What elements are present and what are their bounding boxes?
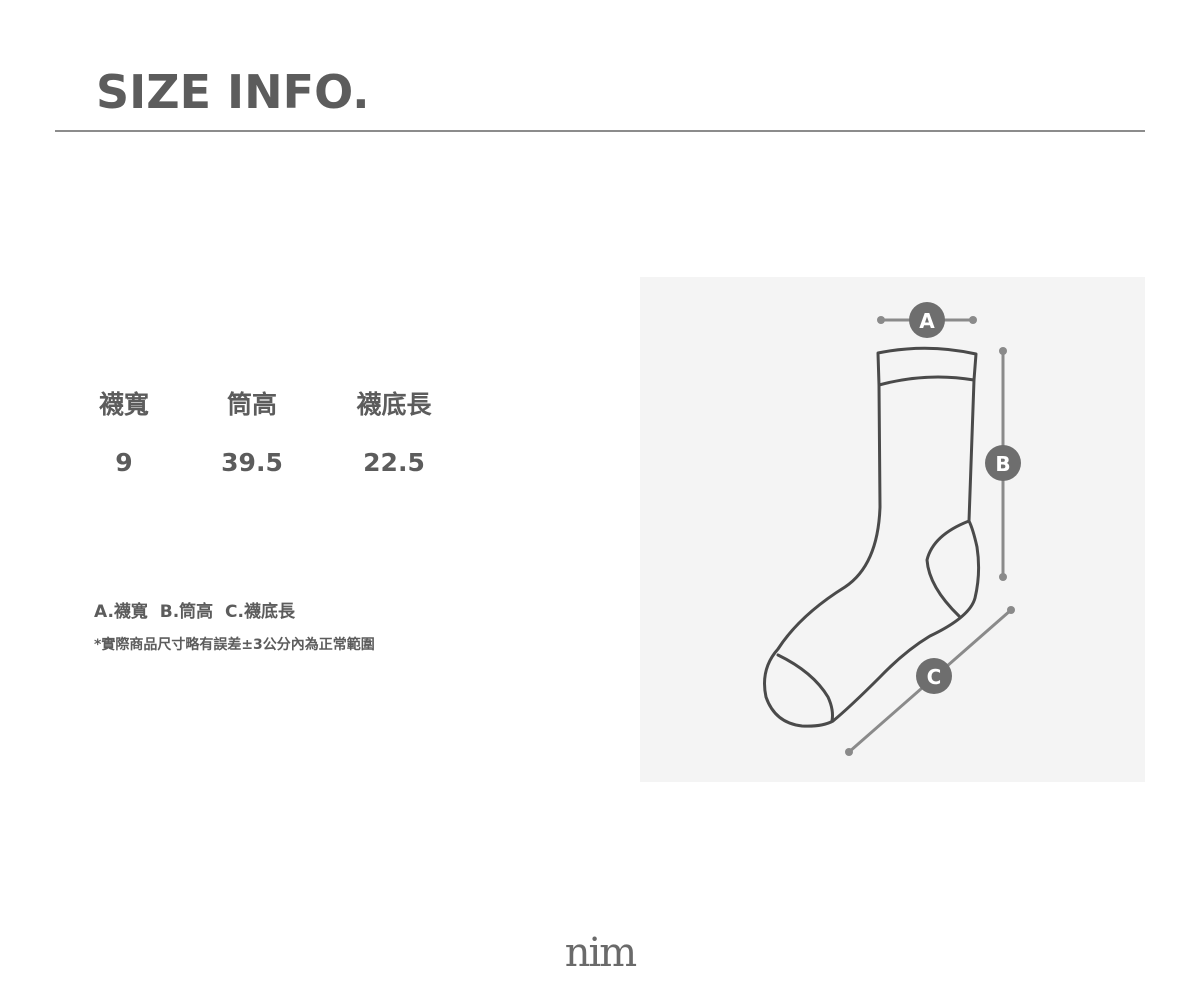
badge-a-icon: [909, 302, 945, 338]
sock-diagram-panel: A B C: [640, 277, 1145, 782]
badge-b-icon: [985, 445, 1021, 481]
column-header: 筒高: [226, 390, 277, 419]
column-header: 襪底長: [356, 390, 432, 419]
measurement-legend: A.襪寬 B.筒高 C.襪底長: [94, 602, 295, 622]
measure-a: A: [877, 302, 977, 338]
column-value: 22.5: [363, 448, 425, 477]
sock-diagram: A B C: [763, 302, 1021, 756]
sock-heel: [925, 519, 971, 618]
badge-b-label: B: [995, 452, 1010, 476]
size-column-foot-length: 襪底長 22.5: [332, 385, 456, 481]
badge-a-label: A: [919, 309, 935, 333]
brand-logo: nim: [564, 930, 637, 976]
badge-c-label: C: [927, 665, 942, 689]
size-column-cuff-height: 筒高 39.5: [202, 385, 302, 481]
sock-outline: [763, 346, 981, 728]
measure-c: C: [845, 606, 1015, 756]
tolerance-note: *實際商品尺寸略有誤差±3公分內為正常範圍: [94, 637, 375, 653]
size-column-width: 襪寬 9: [74, 385, 174, 481]
sock-toe: [776, 653, 834, 723]
column-value: 39.5: [221, 448, 283, 477]
sock-cuff: [876, 346, 978, 387]
column-header: 襪寬: [98, 390, 149, 419]
column-value: 9: [115, 448, 133, 477]
page-title: SIZE INFO.: [96, 65, 370, 119]
title-divider: [55, 130, 1145, 132]
measure-b: B: [985, 347, 1021, 581]
badge-c-icon: [916, 658, 952, 694]
